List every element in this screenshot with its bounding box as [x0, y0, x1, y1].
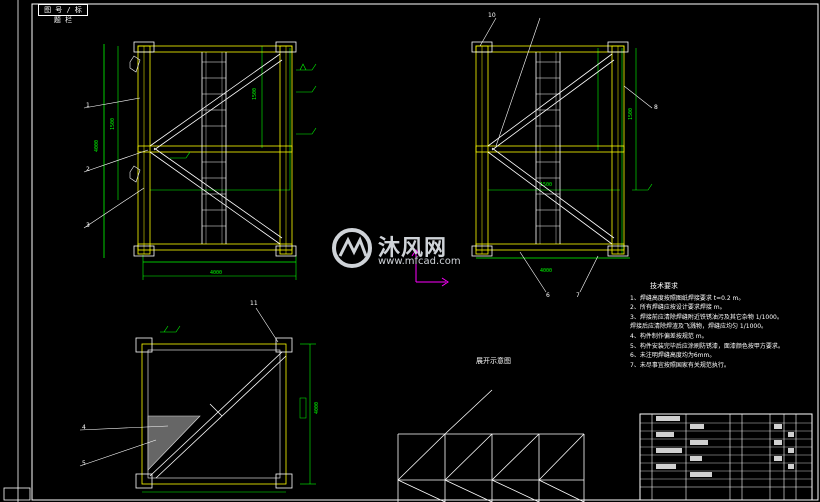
watermark-url: www.mfcad.com	[378, 256, 461, 267]
sheet-border	[31, 3, 819, 501]
expansion-view-title: 展开示意图	[476, 357, 511, 365]
callout-label: 10	[488, 12, 496, 19]
callout-label: 6	[546, 292, 550, 299]
callout-label: 3	[86, 222, 90, 229]
notes-line: 6、未注明焊缝高度均为6mm。	[630, 352, 716, 360]
svg-text:1500: 1500	[540, 182, 552, 188]
technical-notes: 技术要求 1、焊缝高度按照图纸焊接要求 t=0.2 m。 2、所有焊缝应按设计要…	[630, 282, 784, 370]
callout-label: 7	[576, 292, 580, 299]
callout-label: 8	[654, 104, 658, 111]
svg-text:4000: 4000	[210, 270, 222, 276]
svg-text:4000: 4000	[540, 268, 552, 274]
callout-label: 4	[82, 424, 86, 431]
svg-text:1500: 1500	[252, 88, 258, 100]
notes-line: 1、焊缝高度按照图纸焊接要求 t=0.2 m。	[630, 294, 745, 302]
drawing-title-tag: 图 号 / 标 题 栏	[38, 4, 88, 24]
right-elevation: 4000 1500 1500	[471, 17, 653, 293]
callout-label: 1	[86, 102, 90, 109]
callout-label: 5	[82, 460, 86, 467]
plan-view: 4000	[79, 307, 320, 493]
callout-label: 11	[250, 300, 258, 307]
svg-text:1500: 1500	[110, 118, 116, 130]
notes-line: 7、未尽事宜按照国家有关规范执行。	[630, 361, 730, 369]
notes-line: 4、构件制作偏差按规范 m。	[630, 332, 708, 340]
ucs-axis-icon	[411, 249, 449, 287]
watermark-logo-icon	[332, 228, 372, 268]
corner-stamp	[3, 487, 31, 501]
notes-line: 焊接后应清除焊渣及飞溅物，焊缝应均匀 1/1000。	[630, 323, 768, 331]
callout-label: 2	[86, 166, 90, 173]
svg-text:4000: 4000	[314, 402, 320, 414]
watermark: 沐风网 www.mfcad.com	[330, 226, 500, 274]
expansion-sketch	[397, 389, 585, 502]
notes-line: 3、焊接前应清除焊缝附近铁锈油污及其它杂物 1/1000。	[630, 313, 783, 321]
notes-line: 2、所有焊缝应按设计要求焊接 m。	[630, 304, 726, 312]
parts-list-table	[639, 413, 813, 501]
left-elevation: 4000 1500 4000 1500	[83, 41, 317, 280]
watermark-brand: 沐风网	[378, 236, 448, 261]
svg-text:1500: 1500	[628, 108, 634, 120]
svg-text:4000: 4000	[94, 140, 100, 152]
notes-line: 5、构件安装完毕后应涂刷防锈漆，面漆颜色按甲方要求。	[630, 342, 784, 350]
notes-title: 技术要求	[650, 282, 678, 290]
